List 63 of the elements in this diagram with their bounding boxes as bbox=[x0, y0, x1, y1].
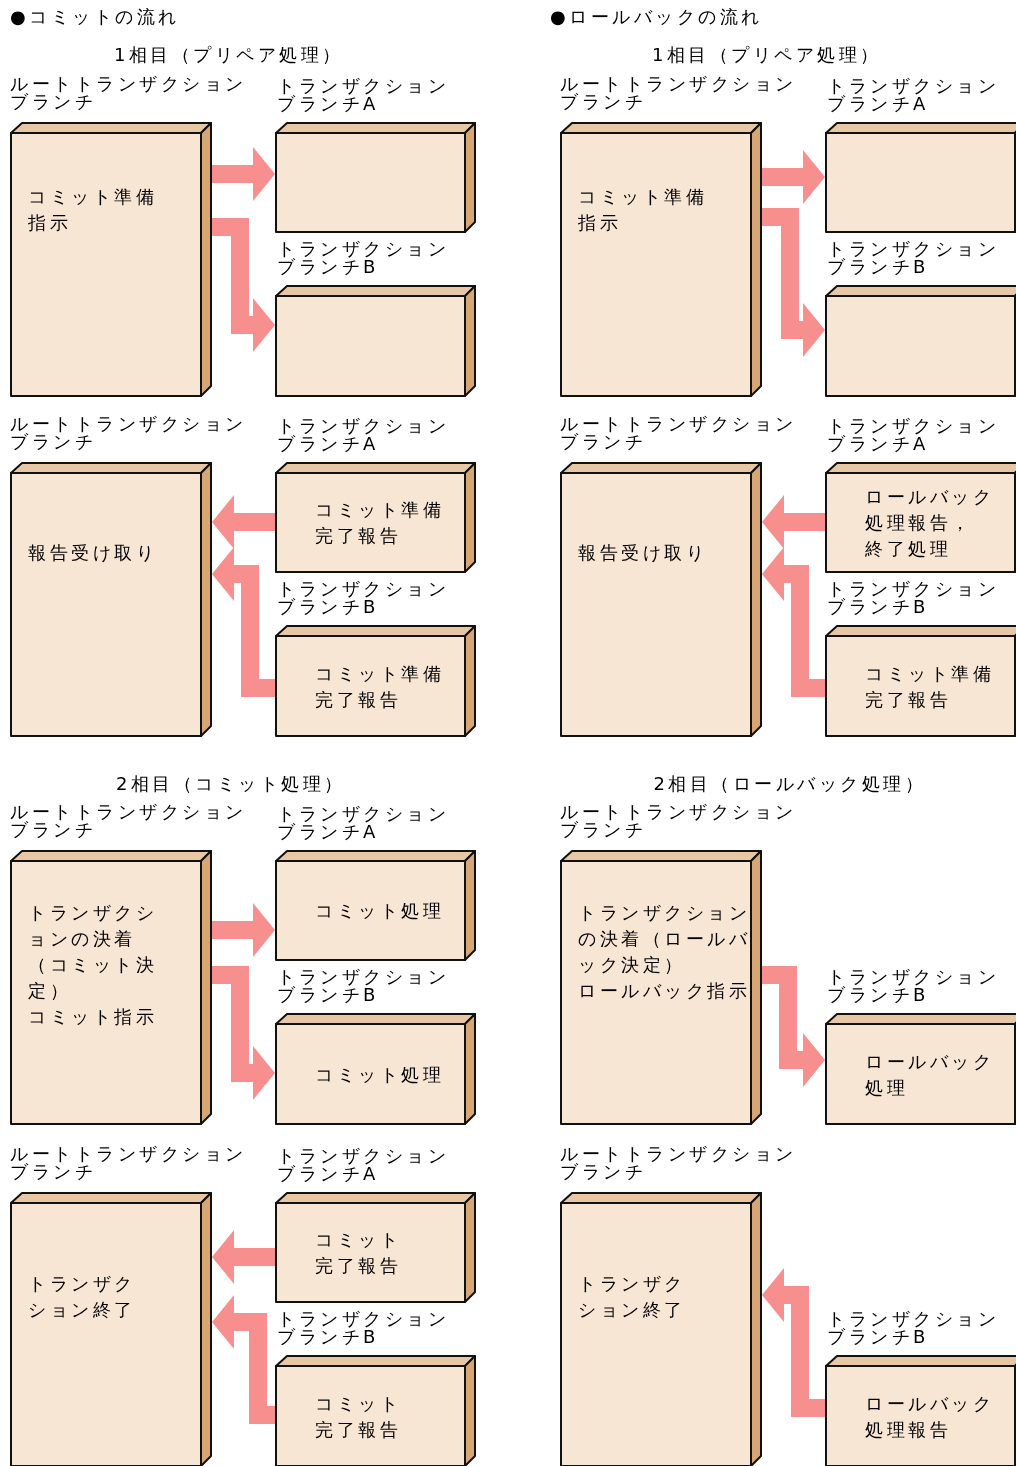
box-heading: ルートトランザクションブランチ bbox=[10, 75, 248, 111]
box-text: トランザクションの決着（コミット決定） bbox=[28, 901, 158, 1003]
box-heading: ルートトランザクションブランチ bbox=[560, 75, 798, 111]
box-text: 報告受け取り bbox=[578, 541, 708, 565]
box-heading: トランザクションブランチA bbox=[277, 77, 450, 113]
section-heading: ●コミットの流れ bbox=[10, 6, 180, 28]
arrow bbox=[762, 547, 825, 697]
box-text: 報告受け取り bbox=[28, 541, 158, 565]
box-text: ロールバック指示 bbox=[578, 979, 751, 1003]
box-heading: ルートトランザクションブランチ bbox=[560, 803, 798, 839]
box-text: コミット指示 bbox=[28, 1005, 158, 1029]
arrow bbox=[762, 150, 825, 204]
arrow bbox=[762, 495, 825, 549]
box-text: トランザクション終了 bbox=[28, 1272, 137, 1322]
arrow bbox=[212, 966, 275, 1100]
box-heading: トランザクションブランチB bbox=[277, 580, 450, 616]
box-text: コミット処理 bbox=[315, 899, 445, 923]
box-heading: ルートトランザクションブランチ bbox=[10, 1145, 248, 1181]
box-text: コミット準備完了報告 bbox=[315, 661, 445, 712]
box-heading: ルートトランザクションブランチ bbox=[10, 803, 248, 839]
box-text: ロールバック処理報告， bbox=[865, 485, 995, 535]
box-heading: トランザクションブランチA bbox=[827, 77, 1000, 113]
box-heading: ルートトランザクションブランチ bbox=[560, 415, 798, 451]
arrow bbox=[762, 1268, 825, 1417]
arrow bbox=[212, 218, 275, 352]
box-heading: ルートトランザクションブランチ bbox=[10, 415, 248, 451]
arrow bbox=[212, 903, 275, 957]
box-heading: トランザクションブランチB bbox=[827, 1310, 1000, 1346]
box-heading: トランザクションブランチB bbox=[277, 240, 450, 276]
box-text: 終了処理 bbox=[865, 537, 952, 561]
phase-heading: 1相目（プリペア処理） bbox=[652, 44, 882, 66]
arrow bbox=[212, 495, 275, 549]
arrow bbox=[212, 547, 275, 697]
phase-heading: 2相目（ロールバック処理） bbox=[653, 773, 927, 795]
box-heading: トランザクションブランチA bbox=[277, 417, 450, 453]
arrow bbox=[762, 966, 825, 1087]
arrow bbox=[212, 1230, 275, 1284]
box-text: コミット完了報告 bbox=[315, 1228, 402, 1278]
box-heading: トランザクションブランチB bbox=[277, 1310, 450, 1346]
box-text: コミット処理 bbox=[315, 1062, 445, 1087]
box-text: コミット準備指示 bbox=[578, 185, 708, 235]
box-heading: トランザクションブランチA bbox=[277, 1147, 450, 1183]
box-heading: トランザクションブランチB bbox=[277, 968, 450, 1004]
box-text: コミット準備完了報告 bbox=[315, 498, 445, 548]
arrow bbox=[212, 1295, 275, 1424]
arrow bbox=[212, 147, 275, 201]
box-text: コミット完了報告 bbox=[315, 1391, 402, 1442]
phase-heading: 2相目（コミット処理） bbox=[116, 773, 346, 795]
box-heading: トランザクションブランチB bbox=[827, 968, 1000, 1004]
box-heading: トランザクションブランチB bbox=[827, 580, 1000, 616]
box-heading: トランザクションブランチA bbox=[827, 417, 1000, 453]
box-text: ロールバック処理 bbox=[865, 1049, 995, 1100]
box-text: コミット準備完了報告 bbox=[865, 661, 995, 712]
box-heading: トランザクションブランチB bbox=[827, 240, 1000, 276]
box-text: トランザクション終了 bbox=[578, 1272, 687, 1322]
box-text: トランザクションの決着（ロールバック決定） bbox=[578, 901, 751, 977]
box-heading: トランザクションブランチA bbox=[277, 805, 450, 841]
phase-heading: 1相目（プリペア処理） bbox=[114, 44, 344, 66]
box-text: ロールバック処理報告 bbox=[865, 1391, 995, 1442]
arrow bbox=[762, 208, 825, 357]
section-heading: ●ロールバックの流れ bbox=[550, 6, 763, 28]
box-text: コミット準備指示 bbox=[28, 185, 158, 235]
box-heading: ルートトランザクションブランチ bbox=[560, 1145, 798, 1181]
